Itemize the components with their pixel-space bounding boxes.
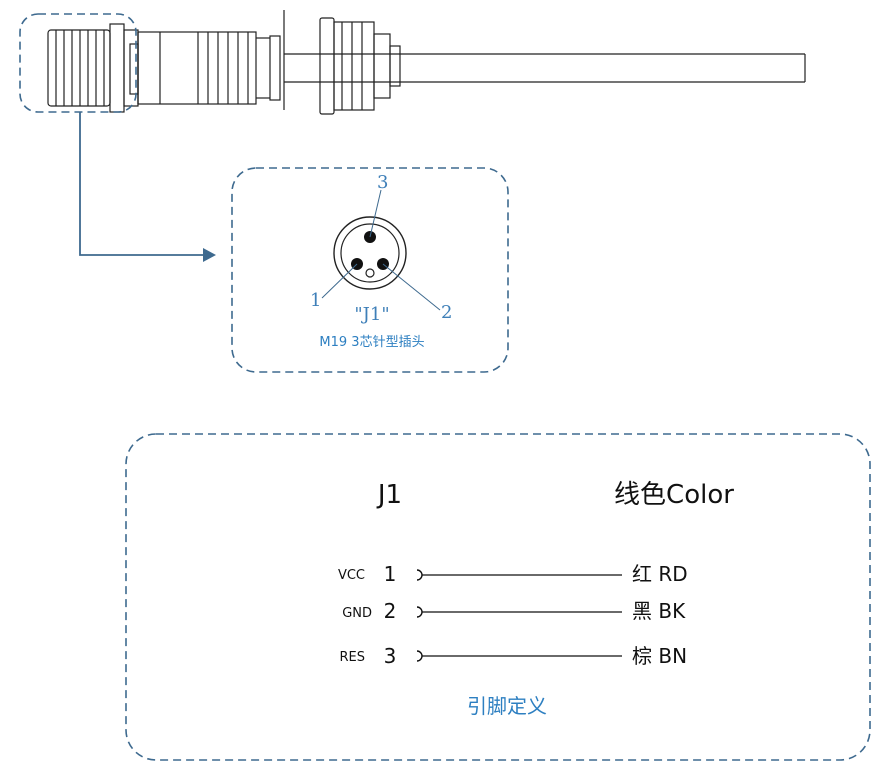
row-3-pin: 3: [384, 644, 397, 668]
socket-icon: [416, 569, 423, 581]
connector-caption: M19 3芯针型插头: [319, 335, 424, 350]
connector-detail-box: [231, 167, 509, 373]
connector-detail: 3 1 2 "J1" M19 3芯针型插头: [231, 167, 509, 373]
pin-3-label: 3: [377, 172, 388, 193]
pin-3-leader: [369, 189, 382, 238]
row-3-signal: RES: [340, 650, 366, 665]
pin-2-label: 2: [441, 302, 452, 323]
pinout-table: J1 线色Color VCC 1 红 RD GND 2 黑 BK RES 3 棕…: [125, 433, 871, 761]
socket-icon: [416, 606, 423, 618]
row-2-signal: GND: [342, 606, 372, 621]
cable-sheath: [284, 53, 806, 83]
row-1-pin: 1: [384, 562, 397, 586]
detail-arrow: [79, 112, 204, 256]
arrow-head-icon: [203, 248, 216, 262]
pin-1-label: 1: [310, 290, 321, 311]
row-2-pin: 2: [384, 599, 397, 623]
row-1-signal: VCC: [338, 568, 365, 583]
key-hole: [365, 268, 375, 278]
cable-gland: [319, 17, 401, 115]
row-3-color: 棕 BN: [632, 644, 687, 668]
table-row: RES 3 棕 BN: [340, 644, 688, 668]
pinout-title: 引脚定义: [467, 694, 547, 718]
pin-2-leader: [382, 263, 441, 311]
header-connector: J1: [376, 480, 402, 510]
connector-nut: [47, 23, 139, 113]
connector-highlight-box: [19, 13, 137, 113]
connector-face: [321, 189, 441, 311]
row-1-color: 红 RD: [632, 562, 688, 586]
cable-drawing: [19, 10, 806, 262]
table-row: VCC 1 红 RD: [338, 562, 688, 586]
table-row: GND 2 黑 BK: [342, 599, 686, 623]
connector-body: [137, 10, 285, 110]
pinout-table-box: [125, 433, 871, 761]
connector-name-label: "J1": [354, 304, 389, 325]
pin-1-leader: [321, 263, 358, 299]
header-color: 线色Color: [614, 480, 734, 510]
socket-icon: [416, 650, 423, 662]
row-2-color: 黑 BK: [632, 599, 686, 623]
